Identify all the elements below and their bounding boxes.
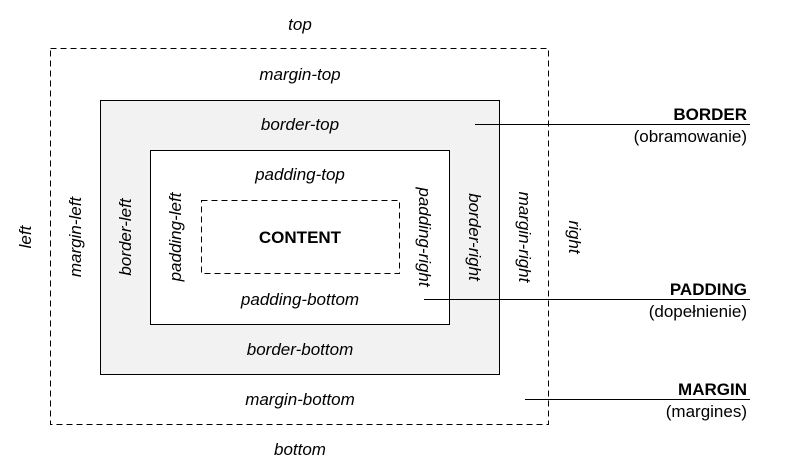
legend-border-subtitle: (obramowanie): [634, 127, 747, 146]
legend-margin-title: MARGIN: [678, 380, 747, 399]
label-padding-right: padding-right: [415, 186, 434, 288]
label-content: CONTENT: [259, 228, 342, 247]
label-padding-top: padding-top: [254, 165, 345, 184]
legend-padding-title: PADDING: [670, 280, 747, 299]
label-margin-bottom: margin-bottom: [245, 390, 355, 409]
legend-padding-subtitle: (dopełnienie): [649, 302, 747, 321]
label-top: top: [288, 15, 312, 34]
label-border-left: border-left: [116, 197, 135, 275]
content-box: [201, 200, 400, 274]
label-right: right: [565, 220, 584, 254]
label-margin-right: margin-right: [515, 192, 534, 284]
label-padding-bottom: padding-bottom: [240, 290, 359, 309]
margin-box: [50, 48, 549, 425]
legend-margin-subtitle: (margines): [666, 402, 747, 421]
label-margin-left: margin-left: [66, 196, 85, 278]
label-border-top: border-top: [261, 115, 339, 134]
label-border-right: border-right: [465, 193, 484, 282]
label-margin-top: margin-top: [259, 65, 340, 84]
legend-border-title: BORDER: [673, 105, 747, 124]
label-border-bottom: border-bottom: [247, 340, 353, 359]
label-padding-left: padding-left: [166, 191, 185, 282]
label-bottom: bottom: [274, 440, 326, 459]
label-left: left: [16, 224, 35, 248]
